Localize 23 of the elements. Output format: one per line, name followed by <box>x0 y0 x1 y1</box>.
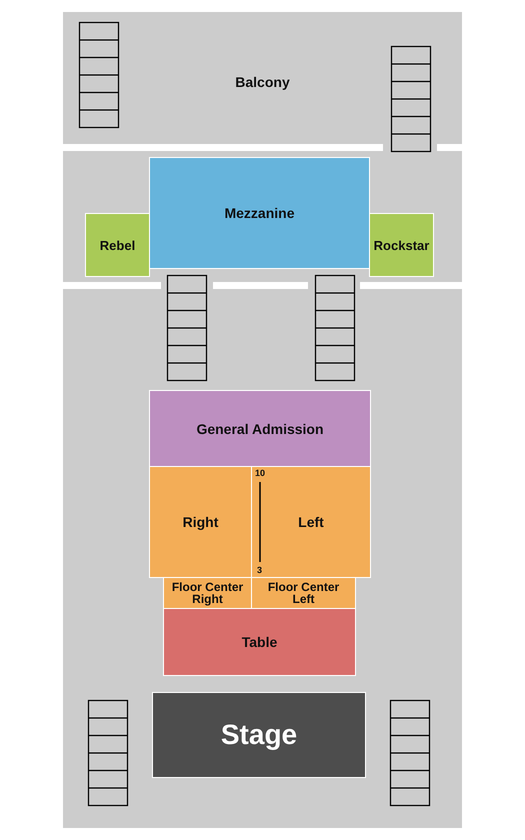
seating-section <box>251 577 356 609</box>
section-label: General Admission <box>196 422 324 436</box>
section-label: Floor Center Left <box>266 581 340 605</box>
seating-section <box>251 466 371 578</box>
seating-section <box>163 608 356 676</box>
section-label: Rebel <box>100 238 136 252</box>
seating-section <box>369 213 434 277</box>
section-label: Rockstar <box>374 238 430 252</box>
section-label: Floor Center Right <box>170 581 244 605</box>
seating-section <box>163 577 252 609</box>
section-label: Right <box>182 515 218 529</box>
stage-area <box>152 692 366 778</box>
seating-section <box>149 157 370 269</box>
section-label: Stage <box>220 721 298 749</box>
row-number: 10 <box>255 469 266 478</box>
seating-section <box>85 213 150 277</box>
seating-section <box>149 390 371 467</box>
section-label: Table <box>242 635 278 649</box>
row-number: 3 <box>257 566 262 575</box>
section-label: Balcony <box>235 75 290 89</box>
section-label: Mezzanine <box>224 206 294 220</box>
section-label: Left <box>298 515 324 529</box>
seating-section <box>149 466 252 578</box>
